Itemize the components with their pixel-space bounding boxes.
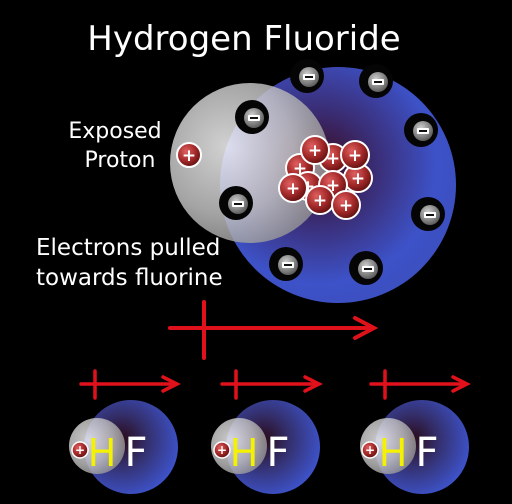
electron bbox=[290, 59, 324, 93]
electron bbox=[235, 100, 269, 134]
dipole-arrow-small bbox=[79, 369, 181, 400]
small-proton bbox=[71, 441, 89, 459]
dipole-arrow-small bbox=[220, 369, 323, 400]
hydrogen-electron-cloud bbox=[170, 83, 330, 243]
proton-charge: + bbox=[182, 146, 196, 166]
nucleus-proton: + bbox=[305, 185, 335, 215]
nucleus-proton: + bbox=[331, 190, 361, 220]
hydrogen-symbol: H bbox=[379, 431, 408, 475]
electron bbox=[219, 186, 253, 220]
hf-molecule: + H F bbox=[360, 400, 469, 494]
svg-text:+: + bbox=[348, 146, 362, 166]
svg-text:+: + bbox=[286, 179, 300, 199]
electron bbox=[269, 247, 303, 281]
exposed-proton: + bbox=[176, 142, 202, 168]
svg-text:+: + bbox=[351, 169, 365, 189]
electron bbox=[359, 64, 393, 98]
hydrogen-cloud-small bbox=[69, 418, 125, 474]
svg-text:+: + bbox=[339, 196, 353, 216]
hydrogen-cloud-small bbox=[211, 418, 267, 474]
fluorine-symbol: F bbox=[415, 430, 438, 476]
electrons bbox=[219, 59, 445, 285]
svg-text:+: + bbox=[75, 443, 85, 457]
fluorine-nucleus: + + + + + + + + + + bbox=[278, 135, 373, 220]
svg-text:+: + bbox=[365, 443, 375, 457]
hydrogen-cloud-small bbox=[360, 418, 416, 474]
hf-molecule: + H F bbox=[211, 400, 320, 494]
svg-text:+: + bbox=[308, 141, 322, 161]
exposed-proton-label-line1: Exposed bbox=[68, 119, 161, 144]
hf-molecule: + H F bbox=[69, 400, 178, 494]
small-proton bbox=[213, 441, 231, 459]
dipole-arrow-large bbox=[168, 300, 379, 360]
svg-text:+: + bbox=[217, 443, 227, 457]
nucleus-proton: + bbox=[340, 140, 370, 170]
electrons-label-line1: Electrons pulled bbox=[36, 235, 220, 261]
hydrogen-symbol: H bbox=[88, 431, 117, 475]
fluorine-symbol: F bbox=[266, 430, 289, 476]
hydrogen-symbol: H bbox=[230, 431, 259, 475]
small-proton bbox=[361, 441, 379, 459]
svg-text:+: + bbox=[313, 191, 327, 211]
nucleus-proton: + bbox=[300, 135, 330, 165]
fluorine-symbol: F bbox=[124, 430, 147, 476]
electron bbox=[349, 251, 383, 285]
electron bbox=[411, 197, 445, 231]
nucleus-proton: + bbox=[278, 173, 308, 203]
electron bbox=[404, 113, 438, 147]
dipole-arrow-small bbox=[369, 369, 471, 400]
exposed-proton-label-line2: Proton bbox=[85, 148, 156, 173]
electrons-label-line2: towards fluorine bbox=[36, 265, 223, 291]
page-title: Hydrogen Fluoride bbox=[87, 19, 400, 59]
